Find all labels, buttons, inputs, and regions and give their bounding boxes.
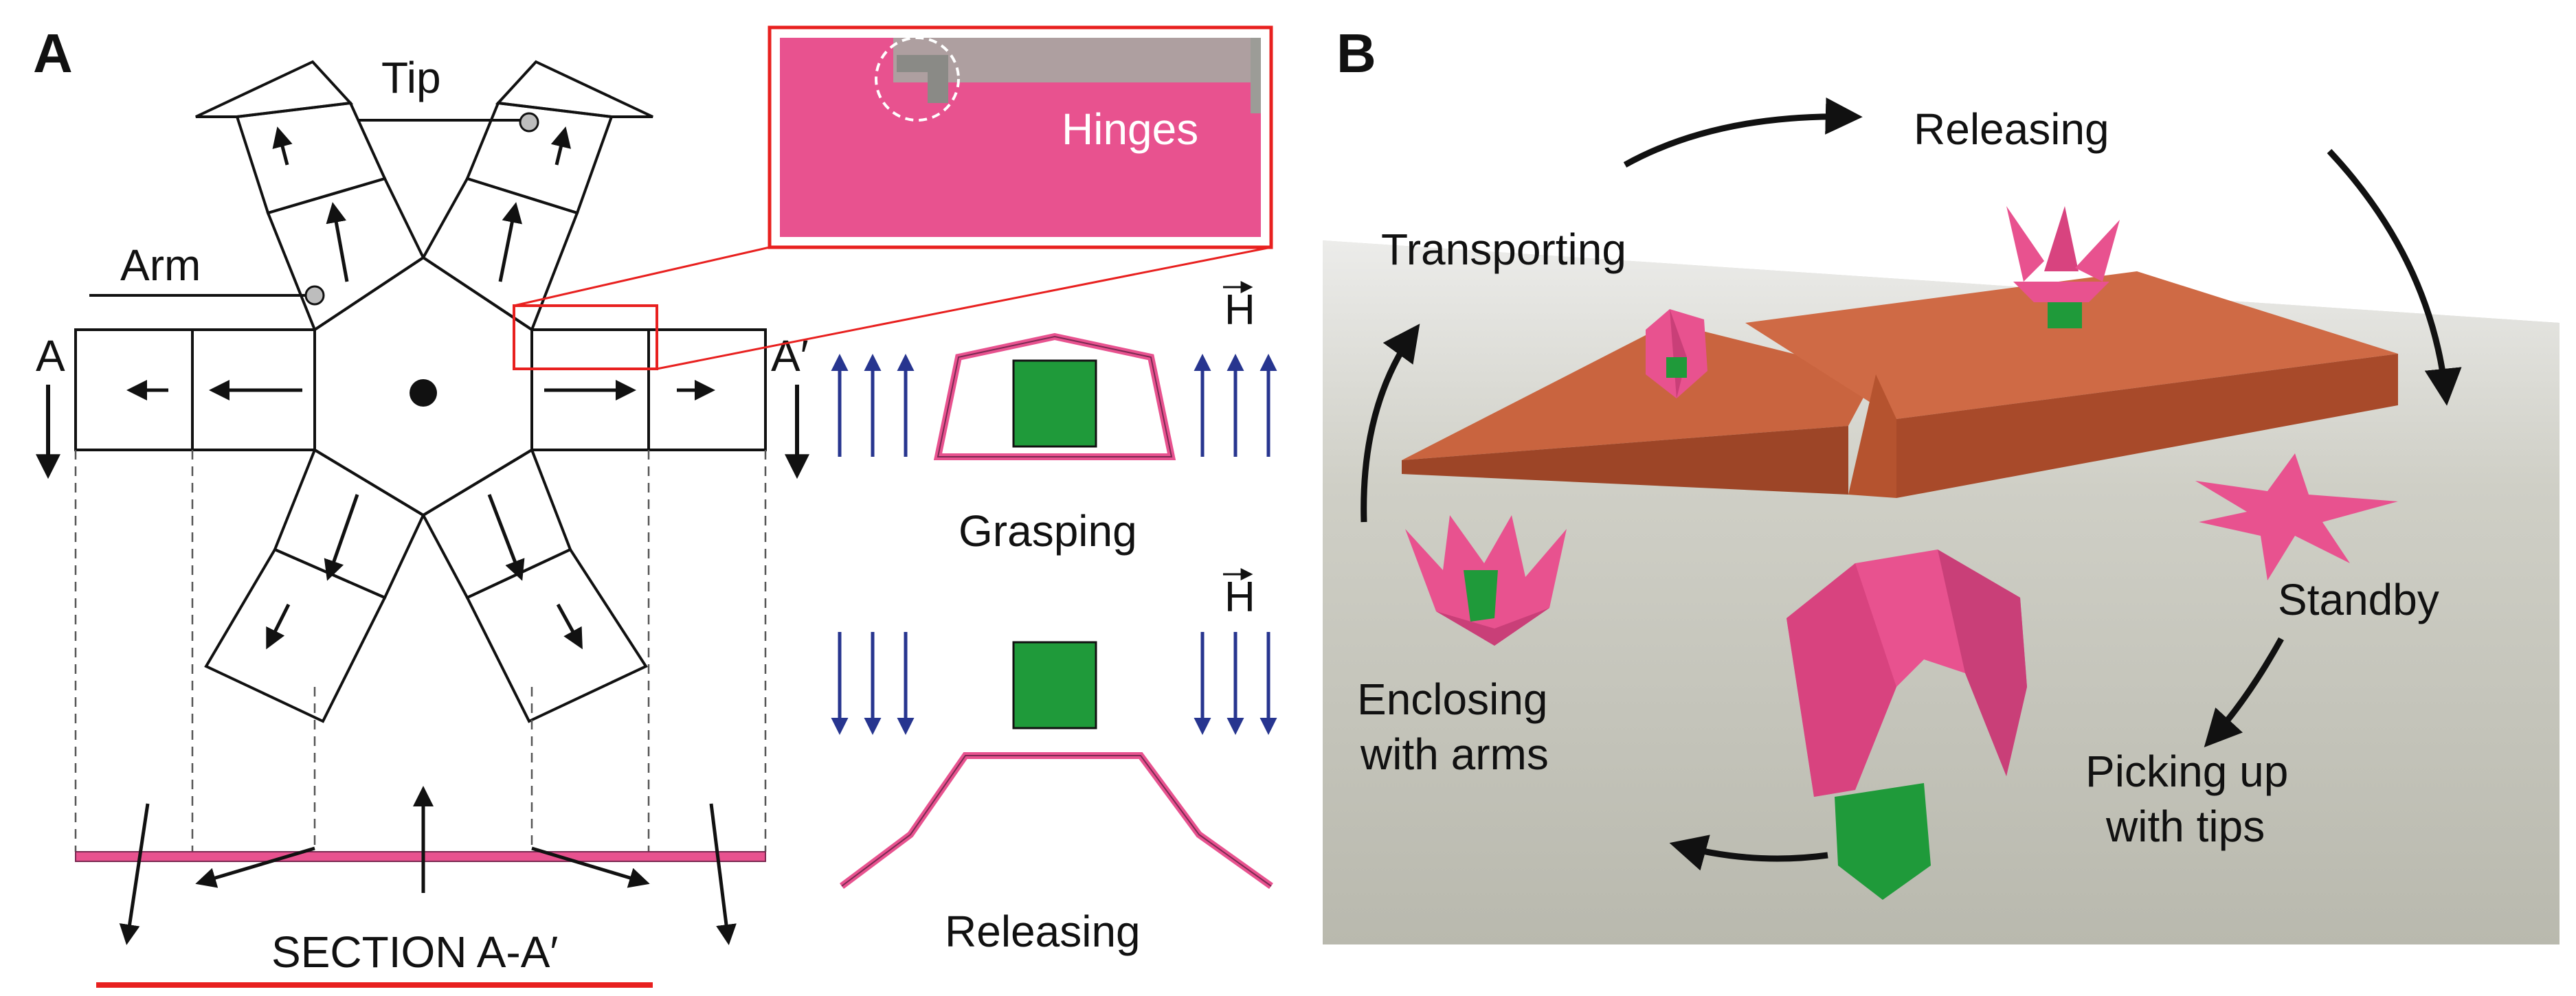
arm-marker	[304, 285, 325, 306]
field-label-top: H	[1224, 286, 1255, 334]
section-arrows	[119, 786, 737, 945]
field-arrows-up	[831, 354, 1277, 457]
stage-releasing: Releasing	[1914, 104, 2109, 154]
field-label-bottom: H	[1224, 574, 1255, 621]
grasping-label: Grasping	[959, 506, 1137, 556]
section-right-label: A′	[771, 331, 809, 381]
hinge-inset: Hinges	[768, 25, 1273, 249]
section-caption: SECTION A-A′	[271, 927, 558, 977]
releasing-label-a: Releasing	[945, 907, 1141, 956]
hinges-label: Hinges	[1062, 104, 1198, 154]
gripper-body	[74, 60, 767, 723]
gripper-picking	[1787, 550, 2027, 900]
panel-a-label: A	[33, 23, 73, 84]
gripper-standby	[2195, 453, 2398, 580]
gripper-releasing	[2006, 206, 2120, 328]
zoom-line-2	[656, 246, 1272, 370]
stage-picking-line1: Picking up	[2085, 747, 2288, 796]
underline-bar	[96, 982, 653, 988]
panel-b: B	[1323, 21, 2560, 944]
tip-marker	[519, 112, 539, 133]
platform	[1402, 271, 2398, 498]
stage-picking-line2: with tips	[2105, 802, 2265, 851]
field-arrows-down	[831, 632, 1277, 735]
section-strip	[75, 851, 766, 862]
arm-label: Arm	[120, 240, 201, 290]
zoom-line-1	[513, 246, 770, 307]
release-strip	[840, 752, 1273, 890]
projection-lines	[74, 450, 767, 852]
release-object	[1012, 641, 1097, 729]
panel-b-label: B	[1336, 23, 1376, 84]
stage-transporting: Transporting	[1381, 225, 1626, 274]
gripper-enclosing	[1405, 515, 1567, 646]
stage-standby: Standby	[2278, 575, 2439, 624]
stage-enclosing-line2: with arms	[1360, 729, 1549, 779]
tip-label: Tip	[381, 53, 441, 102]
grasp-object	[1012, 359, 1097, 448]
panel-a: A	[33, 23, 1277, 988]
section-left-label: A	[36, 331, 65, 381]
cycle-arrows	[1360, 97, 2462, 871]
center-dot	[410, 379, 437, 407]
gripper-transporting	[1646, 309, 1707, 398]
stage-enclosing-line1: Enclosing	[1357, 675, 1548, 724]
zoom-box	[513, 304, 658, 370]
magnetization-arrows	[126, 126, 715, 650]
